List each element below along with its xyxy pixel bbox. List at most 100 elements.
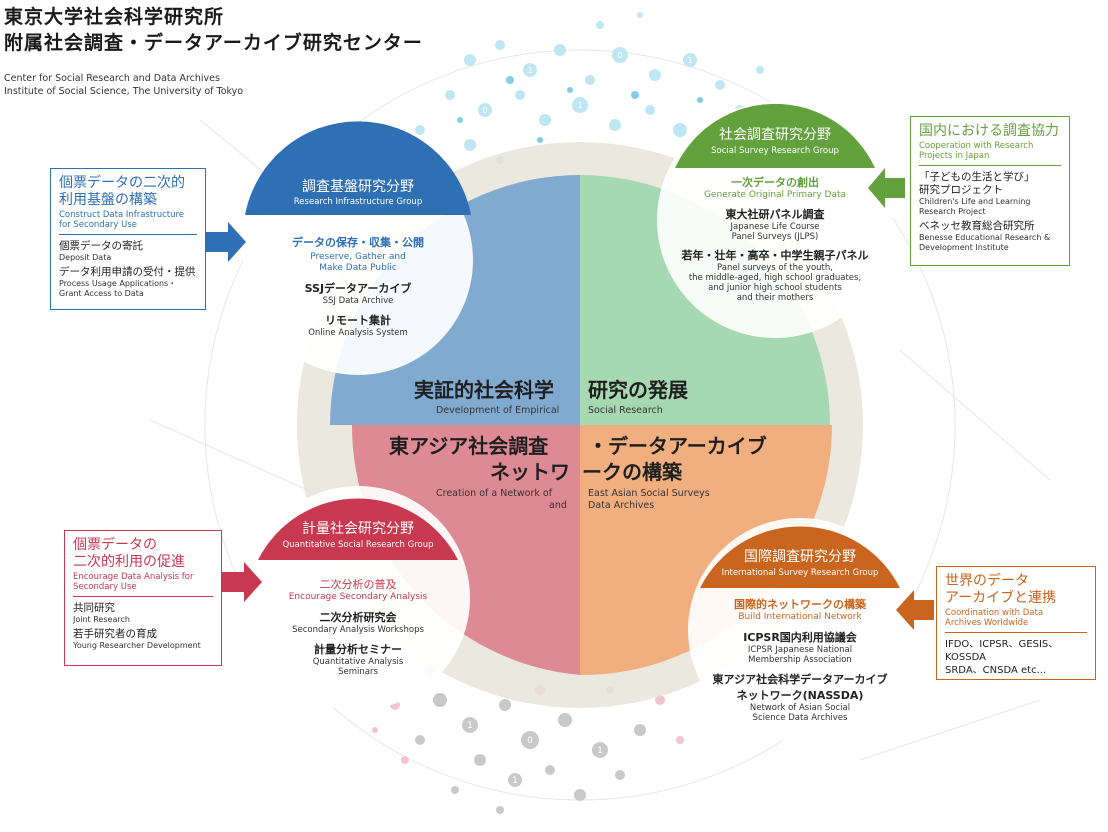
infra-item-ssj-en: SSJ Data Archive (322, 296, 394, 306)
infra-sub-en1: Preserve, Gather and (310, 252, 406, 262)
infra-cap (245, 121, 471, 215)
infra-sub: データの保存・収集・公開 (292, 236, 424, 249)
intl-sub: 国際的ネットワークの構築 (734, 598, 866, 611)
world-box-list1: IFDO、ICPSR、GESIS、KOSSDA (945, 639, 1059, 663)
survey-item-jlps: 東大社研パネル調査 (725, 208, 825, 221)
intl-item-nassda-en2: Science Data Archives (752, 713, 848, 723)
infra-item-ssj: SSJデータアーカイブ (304, 282, 412, 295)
domestic-box-item1-en2: Research Project (919, 207, 986, 216)
arrow-promote (222, 562, 262, 602)
quant-item-seminar: 計量分析セミナー (314, 643, 402, 656)
infra-box-title1: 個票データの二次的 (59, 175, 185, 191)
center-top-right-en: Social Research (588, 405, 663, 416)
promote-box-item2: 若手研究者の育成 (73, 628, 157, 640)
domestic-box-item1-1: 「子どもの生活と学び」 (919, 171, 1035, 183)
domestic-box-item2-en2: Development Institute (919, 243, 1009, 252)
org-title: 東京大学社会科学研究所 附属社会調査・データアーカイブ研究センター (4, 4, 423, 56)
intl-sub-en: Build International Network (738, 612, 862, 622)
infra-box-item1: 個票データの寄託 (59, 240, 143, 252)
intl-item-icpsr: ICPSR国内利用協議会 (743, 631, 857, 644)
world-box-title-en2: Archives Worldwide (945, 618, 1029, 628)
center-bottom-en-right2: Data Archives (588, 500, 655, 511)
center-bottom-line2-right: ークの構築 (582, 460, 682, 484)
center-bottom-en-left1: Creation of a Network of (436, 488, 553, 499)
infra-box: 個票データの二次的 利用基盤の構築 Construct Data Infrast… (50, 168, 206, 310)
domestic-box-item2: ベネッセ教育総合研究所 (919, 220, 1035, 232)
survey-content: 一次データの創出 Generate Original Primary Data … (665, 174, 885, 303)
survey-item-panel-en1: Panel surveys of the youth, (717, 263, 833, 273)
svg-text:1: 1 (577, 101, 582, 110)
world-box-title1: 世界のデータ (945, 573, 1029, 589)
infra-box-title2: 利用基盤の構築 (59, 192, 157, 208)
svg-text:0: 0 (617, 51, 622, 60)
center-top-left-en: Development of Empirical (436, 405, 560, 416)
center-bottom-line1-right: ・データアーカイブ (588, 434, 767, 458)
intl-item-icpsr-en2: Membership Association (748, 655, 852, 665)
world-box-title2: アーカイブと連携 (945, 590, 1057, 606)
org-subtitle-line1: Center for Social Research and Data Arch… (4, 73, 220, 84)
survey-item-jlps-en2: Panel Surveys (JLPS) (731, 232, 819, 242)
domestic-box-divider (919, 165, 1061, 166)
org-title-line2: 附属社会調査・データアーカイブ研究センター (4, 32, 423, 54)
org-subtitle: Center for Social Research and Data Arch… (4, 72, 243, 98)
survey-item-panel-en3: and junior high school students (708, 283, 842, 293)
quadrant-bottom-left (351, 425, 580, 675)
survey-item-panel-en4: and their mothers (736, 293, 814, 303)
quant-sub-en: Encourage Secondary Analysis (288, 592, 428, 602)
quant-cap (258, 498, 458, 560)
infra-box-item2-en2: Grant Access to Data (59, 289, 144, 298)
intl-item-nassda-2: ネットワーク(NASSDA) (736, 689, 864, 702)
infra-sub-en2: Make Data Public (319, 263, 397, 273)
quant-item-workshop-en: Secondary Analysis Workshops (292, 625, 424, 635)
intl-cap (700, 526, 900, 588)
center-bottom-line1-left: 東アジア社会調査 (389, 434, 549, 458)
center-top-right-label: 研究の発展 (588, 378, 688, 402)
svg-text:1: 1 (512, 776, 518, 786)
center-bottom-line2-left: ネットワ (490, 460, 570, 484)
domestic-box-item2-en1: Benesse Educational Research & (919, 233, 1051, 242)
infra-title-en: Research Infrastructure Group (293, 197, 423, 207)
survey-item-panel: 若年・壮年・高卒・中学生親子パネル (681, 249, 869, 262)
promote-box-title-en1: Encourage Data Analysis for (73, 572, 194, 582)
survey-title-en: Social Survey Research Group (711, 146, 839, 156)
quadrant-bottom-right (580, 425, 832, 676)
arrow-domestic (868, 168, 905, 208)
survey-sub: 一次データの創出 (731, 176, 819, 189)
svg-text:1: 1 (597, 746, 603, 756)
intl-title: 国際調査研究分野 (744, 549, 856, 565)
domestic-box: 国内における調査協力 Cooperation with Research Pro… (910, 116, 1070, 266)
intl-item-nassda-en1: Network of Asian Social (749, 703, 851, 713)
center-bottom-en-right1: East Asian Social Surveys (588, 488, 710, 499)
infra-box-title-en2: for Secondary Use (59, 220, 137, 230)
survey-item-panel-en2: the middle-aged, high school graduates, (688, 273, 862, 283)
infra-box-item2: データ利用申請の受付・提供 (59, 266, 196, 278)
center-top-left-label: 実証的社会科学 (414, 378, 554, 402)
intl-content: 国際的ネットワークの構築 Build International Network… (690, 596, 910, 723)
world-box: 世界のデータ アーカイブと連携 Coordination with Data A… (936, 566, 1096, 680)
intl-item-icpsr-en1: ICPSR Japanese National (747, 645, 853, 655)
domestic-box-title-en1: Cooperation with Research (919, 141, 1034, 151)
quant-item-seminar-en2: Seminars (338, 667, 378, 677)
infra-box-divider (59, 234, 197, 235)
promote-box-item2-en: Young Researcher Development (73, 641, 201, 650)
domestic-box-title: 国内における調査協力 (919, 123, 1059, 139)
center-bottom-en-left2: and (549, 500, 567, 511)
svg-text:0: 0 (527, 736, 533, 746)
survey-cap (675, 103, 875, 168)
infra-box-item2-en1: Process Usage Applications・ (59, 279, 177, 288)
promote-box-item1-en: Joint Research (73, 615, 130, 624)
quant-item-workshop: 二次分析研究会 (319, 611, 397, 624)
world-box-list2: SRDA、CNSDA etc... (945, 665, 1047, 676)
survey-title: 社会調査研究分野 (719, 127, 831, 143)
intl-item-nassda-1: 東アジア社会科学データアーカイブ (712, 673, 888, 686)
promote-box-title2: 二次的利用の促進 (73, 554, 185, 570)
infra-box-item1-en: Deposit Data (59, 253, 112, 262)
svg-text:1: 1 (467, 721, 473, 731)
survey-item-jlps-en1: Japanese Life Course (730, 222, 820, 232)
org-title-line1: 東京大学社会科学研究所 (4, 6, 225, 28)
promote-box-divider (73, 596, 213, 597)
domestic-box-item1-2: 研究プロジェクト (919, 184, 1003, 196)
survey-sub-en: Generate Original Primary Data (703, 190, 847, 200)
infra-title: 調査基盤研究分野 (302, 179, 414, 195)
